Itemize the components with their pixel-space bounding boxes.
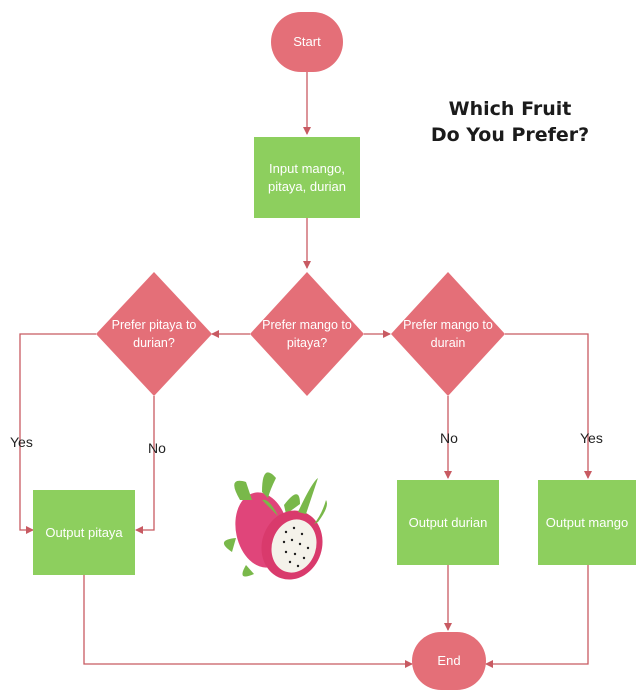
output-mango-process bbox=[538, 480, 636, 565]
input-process bbox=[254, 137, 360, 218]
diagram-title-line1: Which Fruit bbox=[448, 98, 572, 120]
edge-label-yes-right: Yes bbox=[580, 430, 603, 446]
start-terminal bbox=[271, 12, 343, 72]
decision-mango-pitaya bbox=[250, 272, 364, 396]
output-durian-process bbox=[397, 480, 499, 565]
edge-pitaya-to-end bbox=[83, 575, 413, 668]
diagram-title-line2: Do You Prefer? bbox=[430, 124, 590, 146]
connectors bbox=[19, 72, 592, 668]
edge-yes-left bbox=[19, 333, 96, 534]
edge-label-no-right: No bbox=[440, 430, 458, 446]
edge-no-left bbox=[135, 396, 155, 534]
end-terminal bbox=[412, 632, 486, 690]
diagram-title: Which Fruit Do You Prefer? bbox=[430, 96, 590, 148]
decision-pitaya-durian bbox=[96, 272, 212, 396]
edge-label-no-left: No bbox=[148, 440, 166, 456]
decision-mango-durian bbox=[391, 272, 505, 396]
edge-label-yes-left: Yes bbox=[10, 434, 33, 450]
output-pitaya-process bbox=[33, 490, 135, 575]
edge-yes-right bbox=[505, 333, 592, 479]
dragon-fruit-icon bbox=[223, 472, 327, 580]
edge-mango-to-end bbox=[485, 565, 589, 668]
